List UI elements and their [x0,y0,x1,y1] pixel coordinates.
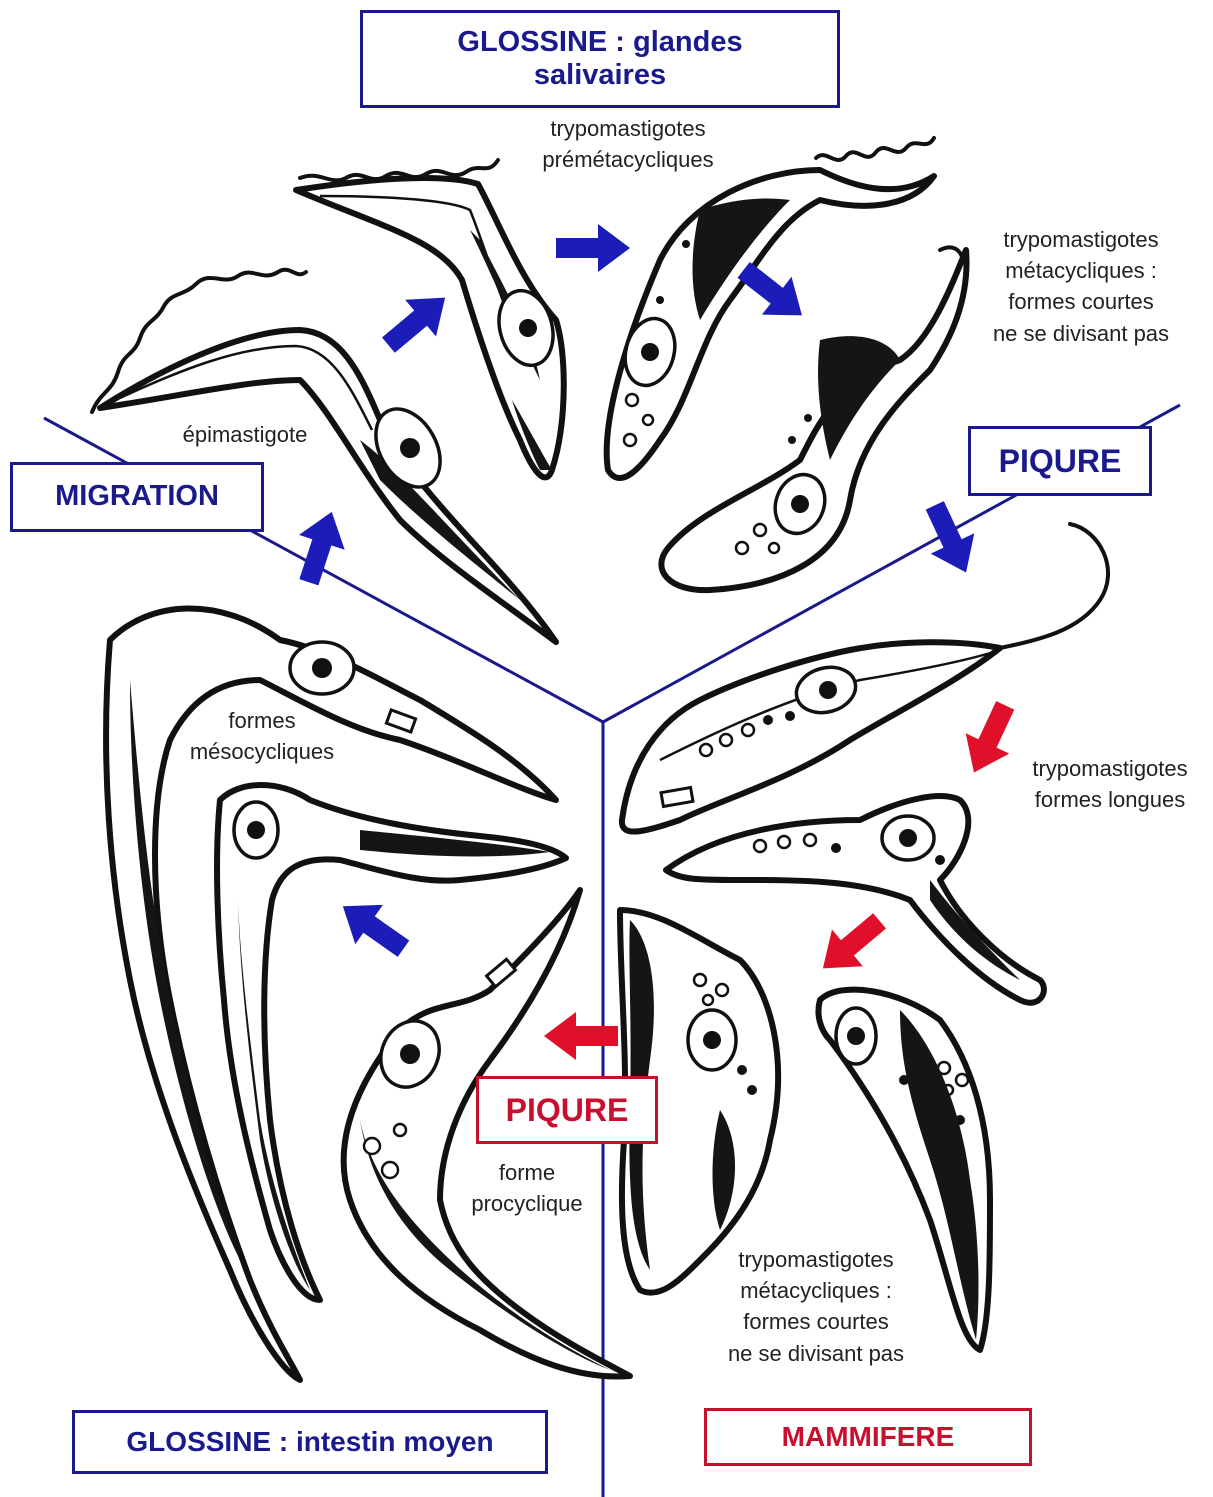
migration-box: MIGRATION [10,462,264,532]
arrow-bite-to-procyclic [544,1012,618,1060]
procyclic-label: forme procyclique [446,1158,608,1220]
arrow-long-forms-2 [807,902,895,986]
mammal-box: MAMMIFERE [704,1408,1032,1466]
epimastigote-label: épimastigote [160,420,330,451]
arrow-midgut-to-migration [286,504,355,589]
salivary-glands-box: GLOSSINE : glandes salivaires [360,10,840,108]
arrow-procyclic-to-mesocyclic [329,887,417,969]
arrow-epimastigote-to-premetacyclic [373,279,461,363]
metacyclic-top-label: trypomastigotes métacycliques : formes c… [966,224,1196,349]
long-forms-label: trypomastigotes formes longues [1012,754,1208,816]
midgut-box: GLOSSINE : intestin moyen [72,1410,548,1474]
mesocyclic-label: formes mésocycliques [164,706,360,768]
piqure-bottom-box: PIQURE [476,1076,658,1144]
metacyclic-bottom-label: trypomastigotes métacycliques : formes c… [704,1244,928,1369]
piqure-top-box: PIQURE [968,426,1152,496]
compartment-divider-lines [44,405,1180,1497]
arrow-premetacyclic-1-to-2 [556,224,630,272]
arrow-piqure-to-mammal [913,495,988,582]
premetacyclic-label: trypomastigotes prémétacycliques [498,114,758,176]
